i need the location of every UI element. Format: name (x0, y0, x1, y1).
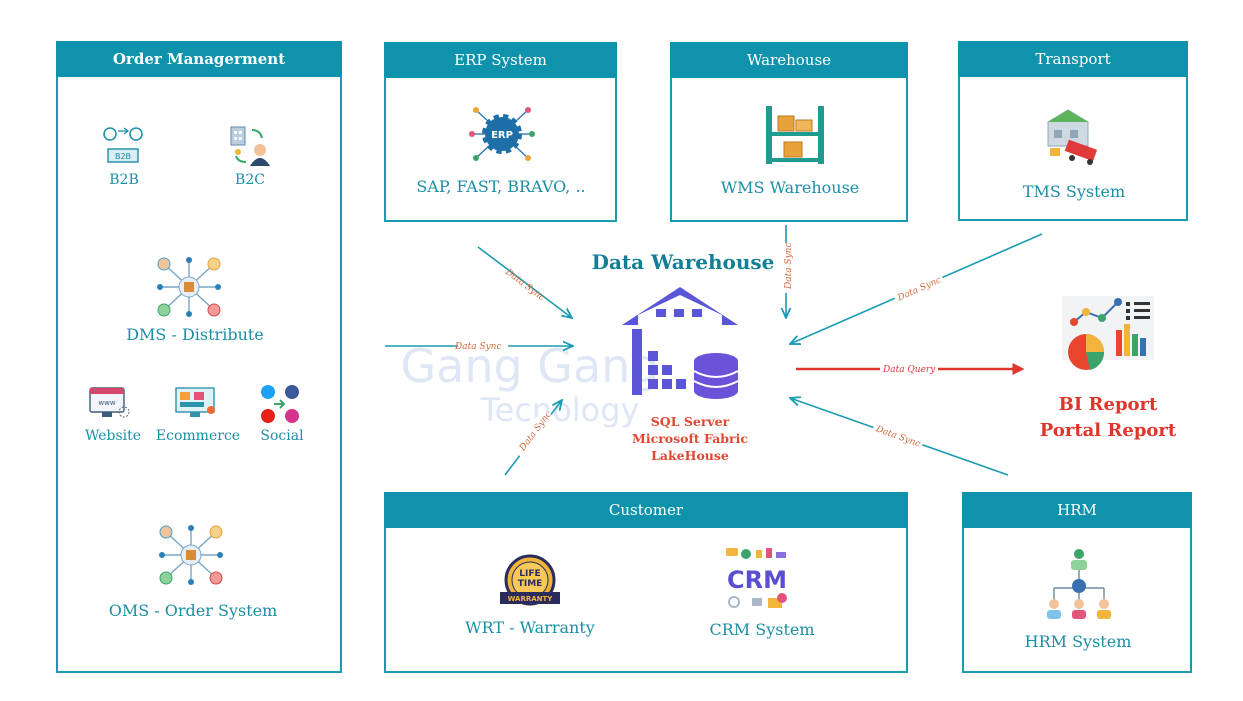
bi-report-icon (1062, 296, 1154, 370)
website-icon: www (89, 387, 130, 418)
order-management-header: Order Managerment (56, 41, 342, 77)
wrt-badge-bottom: WARRANTY (508, 595, 554, 603)
label-sync-wh: Data Sync (784, 242, 794, 290)
website-label: Website (84, 428, 142, 444)
data-warehouse-subtitle: SQL Server Microsoft Fabric LakeHouse (610, 413, 770, 464)
b2c-icon (230, 126, 270, 166)
order-management-title: Order Managerment (112, 50, 286, 68)
dw-line2: Microsoft Fabric (632, 431, 748, 446)
order-management-box: Order Managerment (56, 41, 342, 673)
b2b-label: B2B (109, 172, 139, 188)
social-label: Social (260, 428, 304, 444)
label-sync-cust: Data Sync (517, 410, 554, 454)
website-icon-text: www (98, 399, 115, 407)
label-sync-om: Data Sync (454, 342, 502, 352)
data-warehouse-icon (622, 287, 739, 399)
hrm-org-icon (1047, 549, 1111, 619)
hrm-label: HRM System (1024, 632, 1132, 651)
b2b-icon: B2B (103, 127, 143, 163)
dms-label: DMS - Distribute (126, 325, 264, 344)
crm-icon: CRM (726, 548, 787, 608)
label-sync-hrm: Data Sync (873, 424, 921, 450)
dw-line1: SQL Server (650, 414, 730, 429)
label-query-bi: Data Query (882, 365, 936, 375)
wrt-badge-top: LIFE (519, 569, 540, 579)
tms-truck-icon (1047, 109, 1098, 165)
hrm-title: HRM (1057, 501, 1097, 519)
bi-line1: BI Report (1058, 394, 1158, 415)
ecommerce-label: Ecommerce (155, 428, 241, 444)
bi-line2: Portal Report (1039, 420, 1177, 441)
erp-label: SAP, FAST, BRAVO, .. (416, 177, 586, 196)
customer-title: Customer (608, 501, 684, 519)
warehouse-rack-icon (766, 106, 824, 164)
data-warehouse-title: Data Warehouse (591, 250, 775, 274)
oms-label: OMS - Order System (108, 601, 278, 620)
wrt-badge-mid: TIME (518, 579, 543, 589)
transport-title: Transport (1035, 50, 1111, 68)
hrm-header: HRM (962, 492, 1192, 528)
oms-network-icon (159, 525, 223, 585)
warehouse-header: Warehouse (670, 42, 908, 78)
dw-line3: LakeHouse (651, 448, 729, 463)
erp-header: ERP System (384, 42, 617, 78)
b2b-icon-text: B2B (115, 152, 131, 161)
crm-label: CRM System (709, 620, 815, 639)
erp-title: ERP System (454, 51, 547, 69)
warranty-badge-icon: LIFE TIME WARRANTY (500, 554, 560, 606)
erp-gear-icon: ERP (469, 107, 535, 161)
arrow-erp-dw (477, 246, 572, 318)
customer-box: Customer (384, 492, 908, 673)
crm-badge: CRM (727, 566, 787, 594)
erp-badge: ERP (491, 130, 513, 141)
warehouse-label: WMS Warehouse (720, 178, 860, 197)
wrt-label: WRT - Warranty (465, 618, 595, 637)
transport-header: Transport (958, 41, 1188, 77)
dms-network-icon (157, 257, 221, 317)
bi-report-label: BI Report Portal Report (1018, 392, 1198, 444)
b2c-label: B2C (235, 172, 265, 188)
transport-label: TMS System (1022, 182, 1126, 201)
warehouse-title: Warehouse (746, 51, 832, 69)
customer-header: Customer (384, 492, 908, 528)
ecommerce-icon (175, 387, 215, 417)
social-icon (261, 385, 299, 423)
